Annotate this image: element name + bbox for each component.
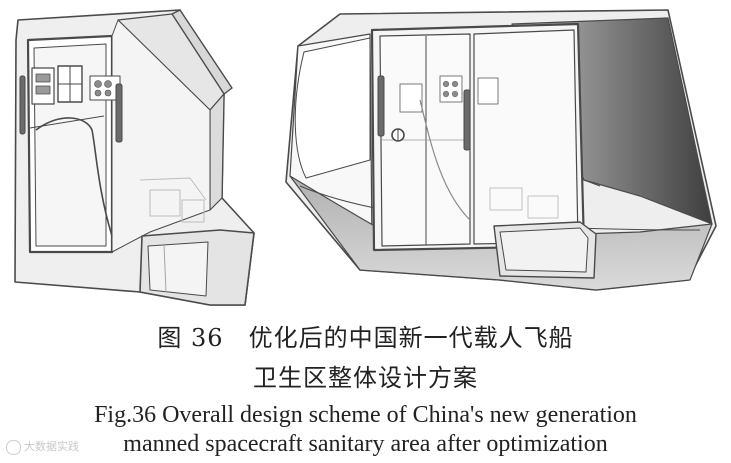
caption-english-line-1: Fig.36 Overall design scheme of China's … (94, 402, 637, 428)
left-handrail-1 (19, 75, 26, 135)
watermark-text: 大数据实践 (24, 440, 79, 453)
sanitary-area-illustration (14, 9, 717, 306)
caption-english-line-2: manned spacecraft sanitary area after op… (123, 431, 608, 457)
right-module-view (285, 9, 717, 291)
caption-chinese-line-2: 卫生区整体设计方案 (253, 364, 478, 392)
wechat-logo-icon (6, 439, 21, 455)
left-module-view (14, 9, 255, 306)
caption-chinese-line-1: 图 36 优化后的中国新一代载人飞船 (157, 324, 574, 352)
right-handrail-1 (377, 75, 385, 137)
watermark: 大数据实践 (6, 438, 79, 455)
right-handrail-2 (463, 89, 471, 151)
left-handrail-2 (115, 83, 123, 143)
right-equipment-panel (439, 75, 463, 103)
